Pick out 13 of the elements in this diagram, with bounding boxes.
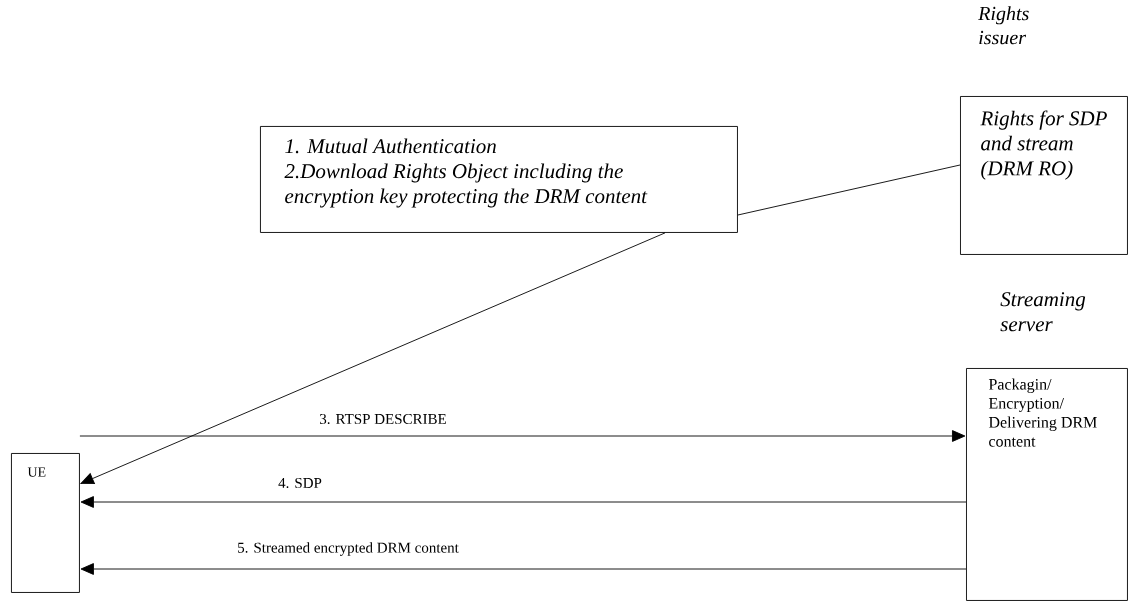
- arrow: [80, 232, 666, 485]
- entity-box: UE: [11, 453, 80, 593]
- edge-label: 3. RTSP DESCRIBE: [317, 411, 449, 427]
- callout-box: 1. Mutual Authentication 2.Download Rights Object including the encryption key protecting the DRM content: [260, 126, 738, 233]
- arrow: [80, 496, 967, 508]
- arrow: [79, 430, 966, 442]
- edge-label: 4. SDP: [276, 475, 324, 491]
- node-heading: Streaming server: [1000, 292, 1086, 332]
- node-heading: Rights issuer: [978, 6, 1029, 45]
- entity-box: Packagin/ Encryption/ Delivering DRM content: [966, 368, 1128, 601]
- entity-box: Rights for SDP and stream (DRM RO): [960, 96, 1128, 255]
- edge-label: 5. Streamed encrypted DRM content: [235, 540, 461, 558]
- arrow: [80, 563, 967, 575]
